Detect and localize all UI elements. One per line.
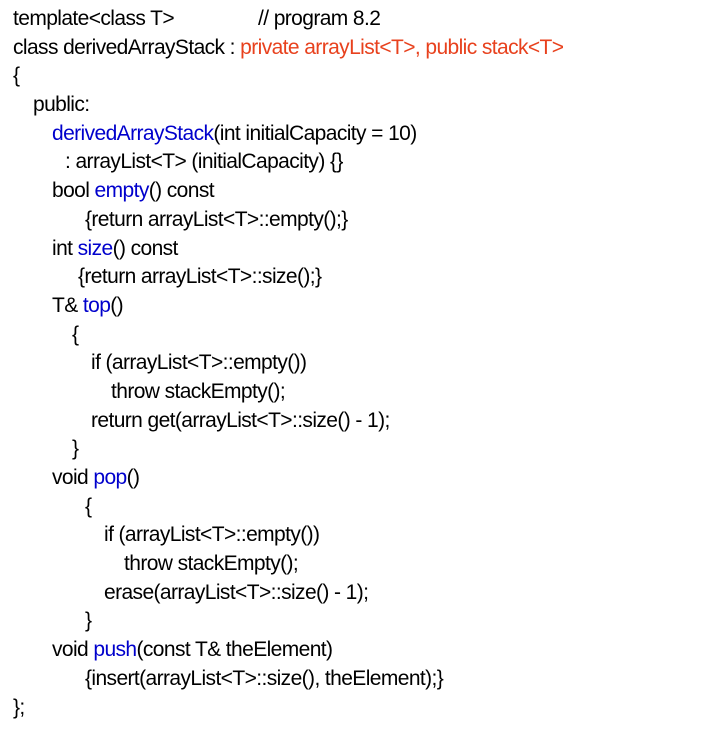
code-line: {insert(arrayList<T>::size(), theElement…: [13, 665, 696, 694]
code-line: erase(arrayList<T>::size() - 1);: [13, 579, 696, 608]
code-line: if (arrayList<T>::empty()): [13, 521, 696, 550]
code-text: (const T& theElement): [136, 638, 334, 662]
code-text: bool: [52, 179, 95, 203]
code-line: {return arrayList<T>::empty();}: [13, 206, 696, 235]
code-line: void push(const T& theElement): [13, 636, 696, 665]
code-line: throw stackEmpty();: [13, 378, 696, 407]
code-line: int size() const: [13, 235, 696, 264]
code-identifier: top: [82, 293, 111, 317]
code-text: {: [13, 64, 20, 88]
code-text: {return arrayList<T>::empty();}: [85, 207, 348, 231]
code-text: {: [72, 322, 79, 346]
code-line: bool empty() const: [13, 177, 696, 206]
code-text: };: [13, 695, 25, 719]
code-text: template<class T>: [13, 7, 175, 30]
code-identifier: size: [77, 236, 114, 260]
code-text: }: [85, 609, 92, 633]
code-identifier: push: [93, 638, 137, 662]
code-text: throw stackEmpty();: [111, 379, 286, 403]
code-line: : arrayList<T> (initialCapacity) {}: [13, 148, 696, 177]
code-text: : arrayList<T> (initialCapacity) {}: [65, 150, 343, 174]
code-text: erase(arrayList<T>::size() - 1);: [104, 580, 369, 604]
code-text: int: [52, 236, 78, 260]
code-text: if (arrayList<T>::empty()): [104, 523, 320, 547]
code-line: T& top(): [13, 292, 696, 321]
code-identifier: empty: [94, 179, 150, 203]
code-line: class derivedArrayStack : private arrayL…: [13, 34, 696, 63]
code-line: }: [13, 607, 696, 636]
code-line: void pop(): [13, 464, 696, 493]
code-text: return get(arrayList<T>::size() - 1);: [91, 408, 390, 432]
code-line: };: [13, 694, 696, 723]
code-identifier: pop: [93, 466, 127, 489]
code-text: {return arrayList<T>::size();}: [78, 265, 322, 289]
code-comment: // program 8.2: [258, 7, 381, 30]
code-line: if (arrayList<T>::empty()): [13, 349, 696, 378]
code-text: void: [52, 638, 94, 662]
code-line: throw stackEmpty();: [13, 550, 696, 579]
code-text: public:: [33, 93, 90, 117]
code-text: void: [52, 466, 94, 489]
code-text: () const: [112, 236, 179, 260]
code-text: {insert(arrayList<T>::size(), theElement…: [85, 666, 444, 690]
code-text: }: [72, 437, 79, 461]
code-line: {: [13, 493, 696, 522]
code-listing: template<class T> // program 8.2 class der…: [13, 5, 696, 722]
code-text: class derivedArrayStack :: [13, 35, 241, 59]
code-line: {return arrayList<T>::size();}: [13, 263, 696, 292]
code-line: }: [13, 435, 696, 464]
code-text: if (arrayList<T>::empty()): [91, 351, 307, 375]
code-text: {: [85, 494, 92, 518]
code-line: {: [13, 321, 696, 350]
code-line: return get(arrayList<T>::size() - 1);: [13, 407, 696, 436]
code-text: T&: [52, 293, 83, 317]
code-text: throw stackEmpty();: [124, 552, 299, 576]
code-line: template<class T> // program 8.2: [13, 5, 696, 34]
code-text: () const: [148, 179, 215, 203]
code-text: (): [110, 293, 124, 317]
code-line: derivedArrayStack(int initialCapacity = …: [13, 120, 696, 149]
code-text: (): [126, 466, 140, 489]
code-line: {: [13, 62, 696, 91]
code-line: public:: [13, 91, 696, 120]
code-text: (int initialCapacity = 10): [213, 121, 417, 145]
code-base-classes: private arrayList<T>, public stack<T>: [240, 35, 564, 59]
code-identifier: derivedArrayStack: [52, 121, 214, 145]
